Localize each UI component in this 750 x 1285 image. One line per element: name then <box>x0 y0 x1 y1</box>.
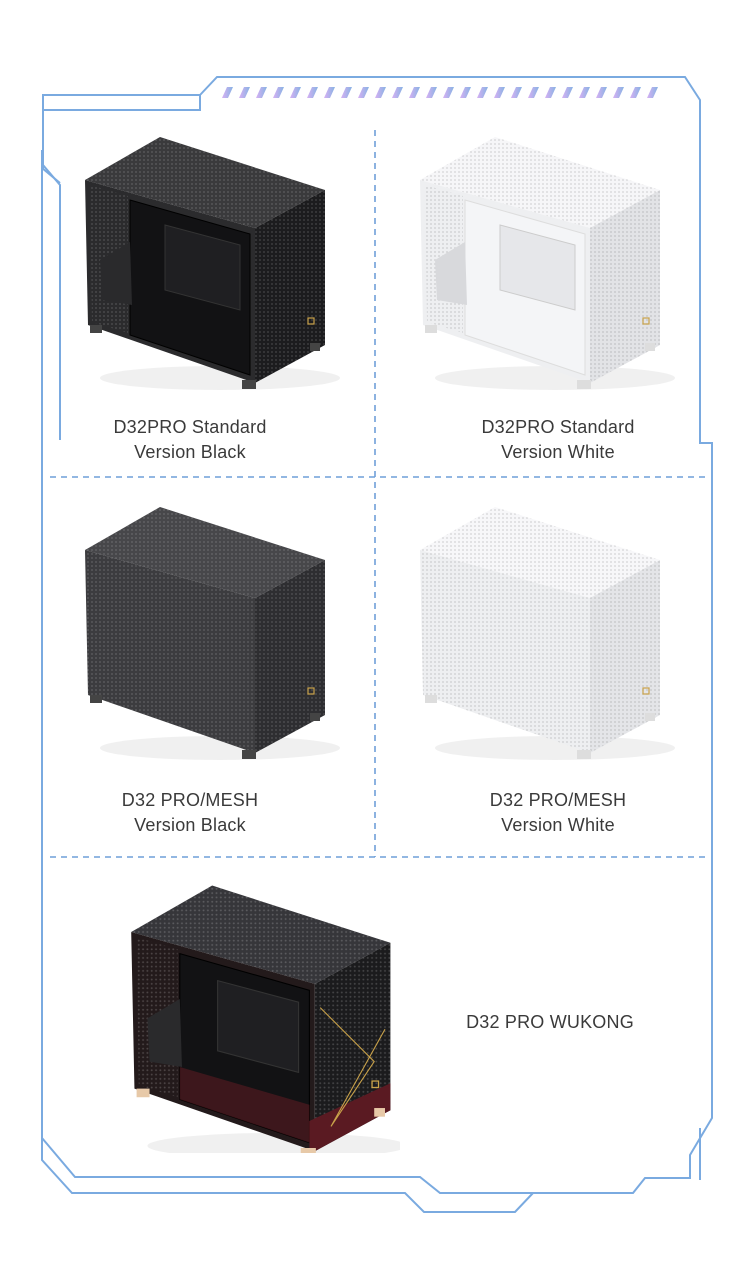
product-label: D32PRO Standard Version White <box>428 415 688 465</box>
product-name: D32 PRO/MESH <box>121 790 259 810</box>
stripe <box>273 87 284 98</box>
stripe <box>613 87 624 98</box>
case-drawing <box>131 885 400 1153</box>
product-version: Version Black <box>134 442 246 462</box>
case-foot <box>645 713 655 721</box>
case-foot <box>242 750 256 759</box>
case-top-mesh <box>420 507 660 598</box>
case-drawing <box>420 137 675 390</box>
case-foot <box>310 713 320 721</box>
power-button-icon <box>307 317 315 325</box>
shadow <box>100 366 340 390</box>
case-top-mesh <box>420 137 660 228</box>
stripe <box>222 87 233 98</box>
case-image-standard-black <box>85 137 340 390</box>
stripe <box>545 87 556 98</box>
case-foot <box>90 695 102 703</box>
stripe <box>392 87 403 98</box>
wukong-base <box>309 1083 391 1152</box>
case-image-standard-white <box>420 137 675 390</box>
stripe <box>647 87 658 98</box>
pcie-bracket <box>100 242 132 305</box>
case-foot <box>374 1108 385 1117</box>
case-drawing <box>420 507 675 760</box>
stripe <box>307 87 318 98</box>
product-name: D32 PRO WUKONG <box>466 1012 634 1032</box>
pcie-bracket <box>435 242 467 305</box>
shadow <box>435 366 675 390</box>
case-image-mesh-black <box>85 507 340 760</box>
case-side-mesh <box>255 560 325 753</box>
shadow <box>435 736 675 760</box>
stripe <box>528 87 539 98</box>
gradient-stripes <box>222 87 658 98</box>
power-button-icon <box>642 317 650 325</box>
stripe <box>324 87 335 98</box>
case-foot <box>577 380 591 389</box>
product-version: Version White <box>501 442 615 462</box>
motherboard-tray <box>164 224 241 311</box>
product-version: Version Black <box>134 815 246 835</box>
case-top-mesh <box>131 885 391 984</box>
stripe <box>579 87 590 98</box>
power-button-icon <box>371 1080 380 1089</box>
front-mesh <box>420 550 590 753</box>
stripe <box>460 87 471 98</box>
stripe <box>358 87 369 98</box>
stripe <box>511 87 522 98</box>
case-foot <box>300 1148 316 1153</box>
stripe <box>477 87 488 98</box>
case-side-mesh <box>590 560 660 753</box>
stripe <box>630 87 641 98</box>
stripe <box>494 87 505 98</box>
case-foot <box>90 325 102 333</box>
front-mesh <box>85 550 255 753</box>
motherboard-tray <box>499 224 576 311</box>
case-drawing <box>85 507 340 760</box>
stripe <box>409 87 420 98</box>
stripe <box>290 87 301 98</box>
case-side-mesh <box>255 190 325 383</box>
case-foot <box>425 695 437 703</box>
case-foot <box>645 343 655 351</box>
stripe <box>375 87 386 98</box>
case-foot <box>136 1088 150 1098</box>
product-name: D32PRO Standard <box>113 417 267 437</box>
product-label: D32 PRO/MESH Version White <box>428 788 688 838</box>
stripe <box>443 87 454 98</box>
product-name: D32PRO Standard <box>481 417 635 437</box>
stripe <box>341 87 352 98</box>
product-name: D32 PRO/MESH <box>489 790 627 810</box>
wukong-glow <box>179 1067 310 1143</box>
case-top-mesh <box>85 137 325 228</box>
case-foot <box>310 343 320 351</box>
shadow <box>100 736 340 760</box>
case-foot <box>577 750 591 759</box>
product-label: D32 PRO/MESH Version Black <box>60 788 320 838</box>
stripe <box>426 87 437 98</box>
case-drawing <box>85 137 340 390</box>
pcie-bracket <box>147 998 182 1067</box>
gold-lines <box>319 1007 386 1127</box>
case-side-mesh <box>590 190 660 383</box>
power-button-icon <box>307 687 315 695</box>
case-foot <box>425 325 437 333</box>
product-version: Version White <box>501 815 615 835</box>
stripe <box>239 87 250 98</box>
case-image-wukong <box>131 885 400 1153</box>
power-button-icon <box>642 687 650 695</box>
case-foot <box>242 380 256 389</box>
product-label: D32 PRO WUKONG <box>420 1010 680 1035</box>
case-image-mesh-white <box>420 507 675 760</box>
stripe <box>562 87 573 98</box>
product-label: D32PRO Standard Version Black <box>60 415 320 465</box>
motherboard-tray <box>217 979 300 1074</box>
stripe <box>596 87 607 98</box>
stripe <box>256 87 267 98</box>
case-top-mesh <box>85 507 325 598</box>
